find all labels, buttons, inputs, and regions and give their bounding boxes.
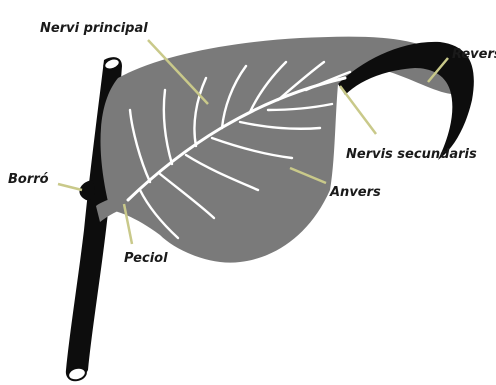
label-petiole: Peciol (124, 251, 168, 266)
label-main-vein: Nervi principal (40, 21, 148, 36)
leader-bud (58, 184, 82, 190)
label-upper-side: Anvers (329, 185, 381, 200)
leader-secondary-veins (340, 86, 376, 134)
label-bud: Borró (8, 172, 49, 187)
label-underside: Revers (452, 47, 496, 62)
label-secondary-veins: Nervis secundaris (346, 147, 477, 162)
